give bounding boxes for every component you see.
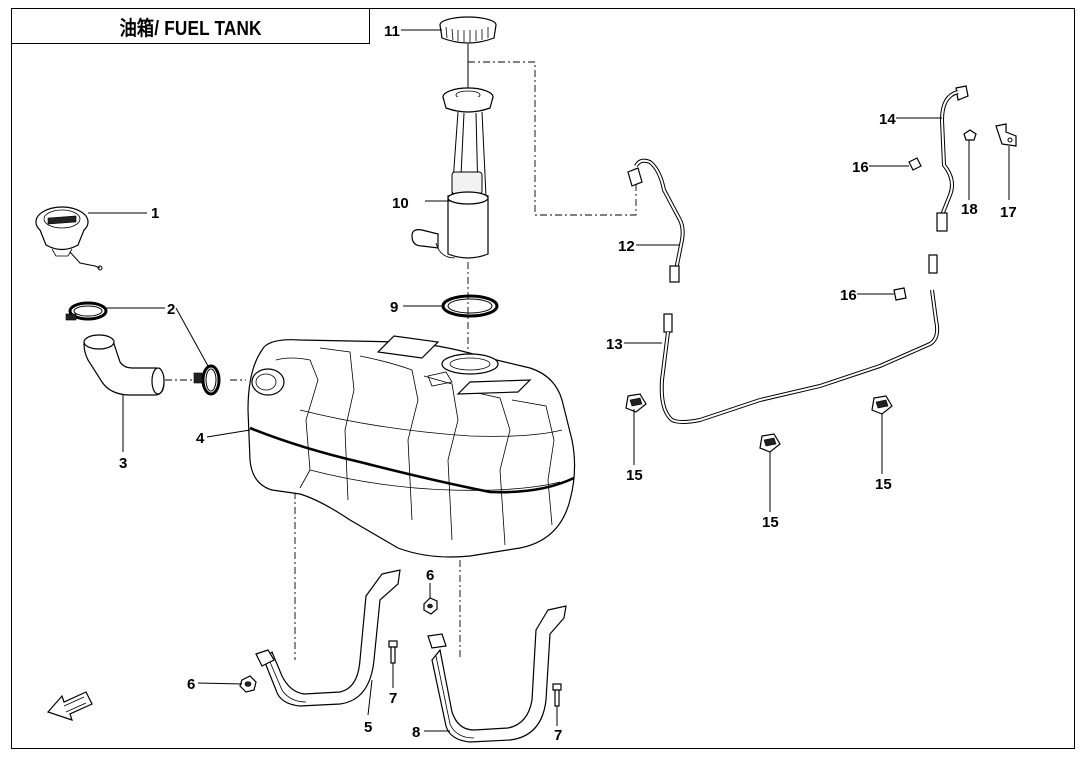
leader-lines xyxy=(88,29,1010,732)
part-14-vent-line xyxy=(936,85,969,232)
part-2-hose-clamp-upper xyxy=(65,301,108,321)
part-10-fuel-pump xyxy=(411,62,494,259)
callout-16-upper: 16 xyxy=(852,159,869,176)
callout-10: 10 xyxy=(392,195,409,212)
part-13-fuel-line-lower xyxy=(659,254,940,424)
part-16-clip-lower xyxy=(893,287,907,301)
callout-1: 1 xyxy=(151,205,159,222)
callout-13: 13 xyxy=(606,336,623,353)
part-6-nut-center xyxy=(423,597,438,615)
part-8-tank-strap-right xyxy=(427,605,567,743)
callout-9: 9 xyxy=(390,299,398,316)
diagram-frame xyxy=(11,8,1075,749)
callout-11: 11 xyxy=(384,23,400,40)
part-11-lock-ring xyxy=(439,16,497,62)
callout-7-right: 7 xyxy=(554,727,562,744)
callout-14: 14 xyxy=(879,111,896,128)
callout-6-left: 6 xyxy=(187,676,195,693)
callout-16-lower: 16 xyxy=(840,287,857,304)
part-9-gasket xyxy=(441,294,499,318)
part-12-fuel-line-upper xyxy=(627,158,685,283)
page-title: 油箱/ FUEL TANK xyxy=(119,17,262,40)
part-15-clip-c xyxy=(871,395,893,415)
callout-15-left: 15 xyxy=(626,467,643,484)
callout-4: 4 xyxy=(196,430,205,447)
callout-5: 5 xyxy=(364,719,372,736)
title-box: 油箱/ FUEL TANK xyxy=(11,8,370,44)
callout-18: 18 xyxy=(961,201,978,218)
part-7-bolt-left xyxy=(388,640,398,664)
part-16-clip-upper xyxy=(908,157,922,171)
callout-15-right: 15 xyxy=(875,476,892,493)
callout-7-left: 7 xyxy=(389,690,397,707)
callout-6-center: 6 xyxy=(426,567,434,584)
part-17-bracket xyxy=(995,123,1017,147)
assembly-lines xyxy=(150,61,637,660)
callout-8: 8 xyxy=(412,724,420,741)
part-1-filler-cap xyxy=(35,206,103,271)
callout-12: 12 xyxy=(618,238,635,255)
callout-labels: 1 2 3 4 5 6 6 7 7 8 9 10 11 12 13 14 15 … xyxy=(119,23,1017,744)
part-18-bolt xyxy=(963,129,977,141)
part-6-nut-left xyxy=(239,675,257,693)
part-15-clip-b xyxy=(759,433,781,453)
callout-2: 2 xyxy=(167,301,175,318)
callout-3: 3 xyxy=(119,455,127,472)
front-direction-arrow-icon xyxy=(46,691,93,721)
callout-17: 17 xyxy=(1000,204,1017,221)
part-15-clip-a xyxy=(625,393,647,413)
callout-15-center: 15 xyxy=(762,514,779,531)
part-5-tank-strap-left xyxy=(255,569,401,707)
part-3-filler-hose xyxy=(83,334,165,396)
part-7-bolt-right xyxy=(552,683,562,707)
part-2-hose-clamp-lower xyxy=(193,364,221,396)
part-4-fuel-tank xyxy=(247,335,576,558)
